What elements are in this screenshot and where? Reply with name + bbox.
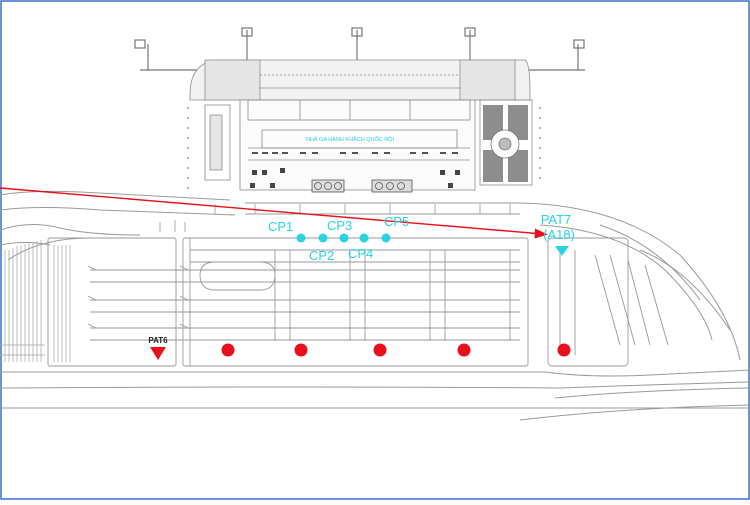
dotted-guides: [187, 107, 541, 189]
terminal-roof: [189, 59, 531, 101]
east-block-ramps: [483, 105, 528, 182]
cp2-dot: [318, 233, 328, 243]
cp3-dot: [339, 233, 349, 243]
pat6-marker: PAT6: [148, 336, 168, 360]
pat7-triangle: [555, 246, 569, 256]
cp1-label: CP1: [268, 219, 293, 234]
west-wing: [204, 104, 231, 181]
curb-ticks: [159, 204, 511, 232]
parking-bays-west: [0, 240, 71, 362]
east-block: [479, 99, 533, 186]
parking-lot: [47, 237, 669, 367]
red-point: [557, 343, 571, 357]
carousel-group-right: [371, 179, 413, 193]
red-point: [457, 343, 471, 357]
pat7-sublabel: (A18): [543, 227, 575, 242]
checkpoint-labels: CP1 CP2 CP3 CP4 CP5: [268, 214, 409, 263]
cp5-dot: [381, 233, 391, 243]
pat7-marker: PAT7 (A18): [541, 212, 575, 256]
road-network: [0, 190, 750, 421]
cp4-dot: [359, 233, 369, 243]
red-point: [373, 343, 387, 357]
terminal-building: [134, 27, 585, 193]
terminal-body: [239, 99, 476, 191]
checkpoint-dots: [296, 233, 391, 243]
pat6-label: PAT6: [148, 336, 168, 345]
cp5-label: CP5: [384, 214, 409, 229]
boarding-bridges: [134, 27, 585, 71]
cp2-label: CP2: [309, 248, 334, 263]
red-points: [221, 343, 571, 357]
cp1-dot: [296, 233, 306, 243]
cp4-label: CP4: [348, 246, 373, 261]
carousel-group-left: [311, 179, 345, 193]
terminal-name-label: NHÀ GA HÀNH KHÁCH QUỐC NỘI: [306, 136, 394, 143]
route-arrow: [0, 187, 548, 239]
cp3-label: CP3: [327, 218, 352, 233]
pat6-triangle: [150, 347, 166, 360]
red-point: [221, 343, 235, 357]
pat7-label: PAT7: [541, 212, 572, 227]
red-point: [294, 343, 308, 357]
